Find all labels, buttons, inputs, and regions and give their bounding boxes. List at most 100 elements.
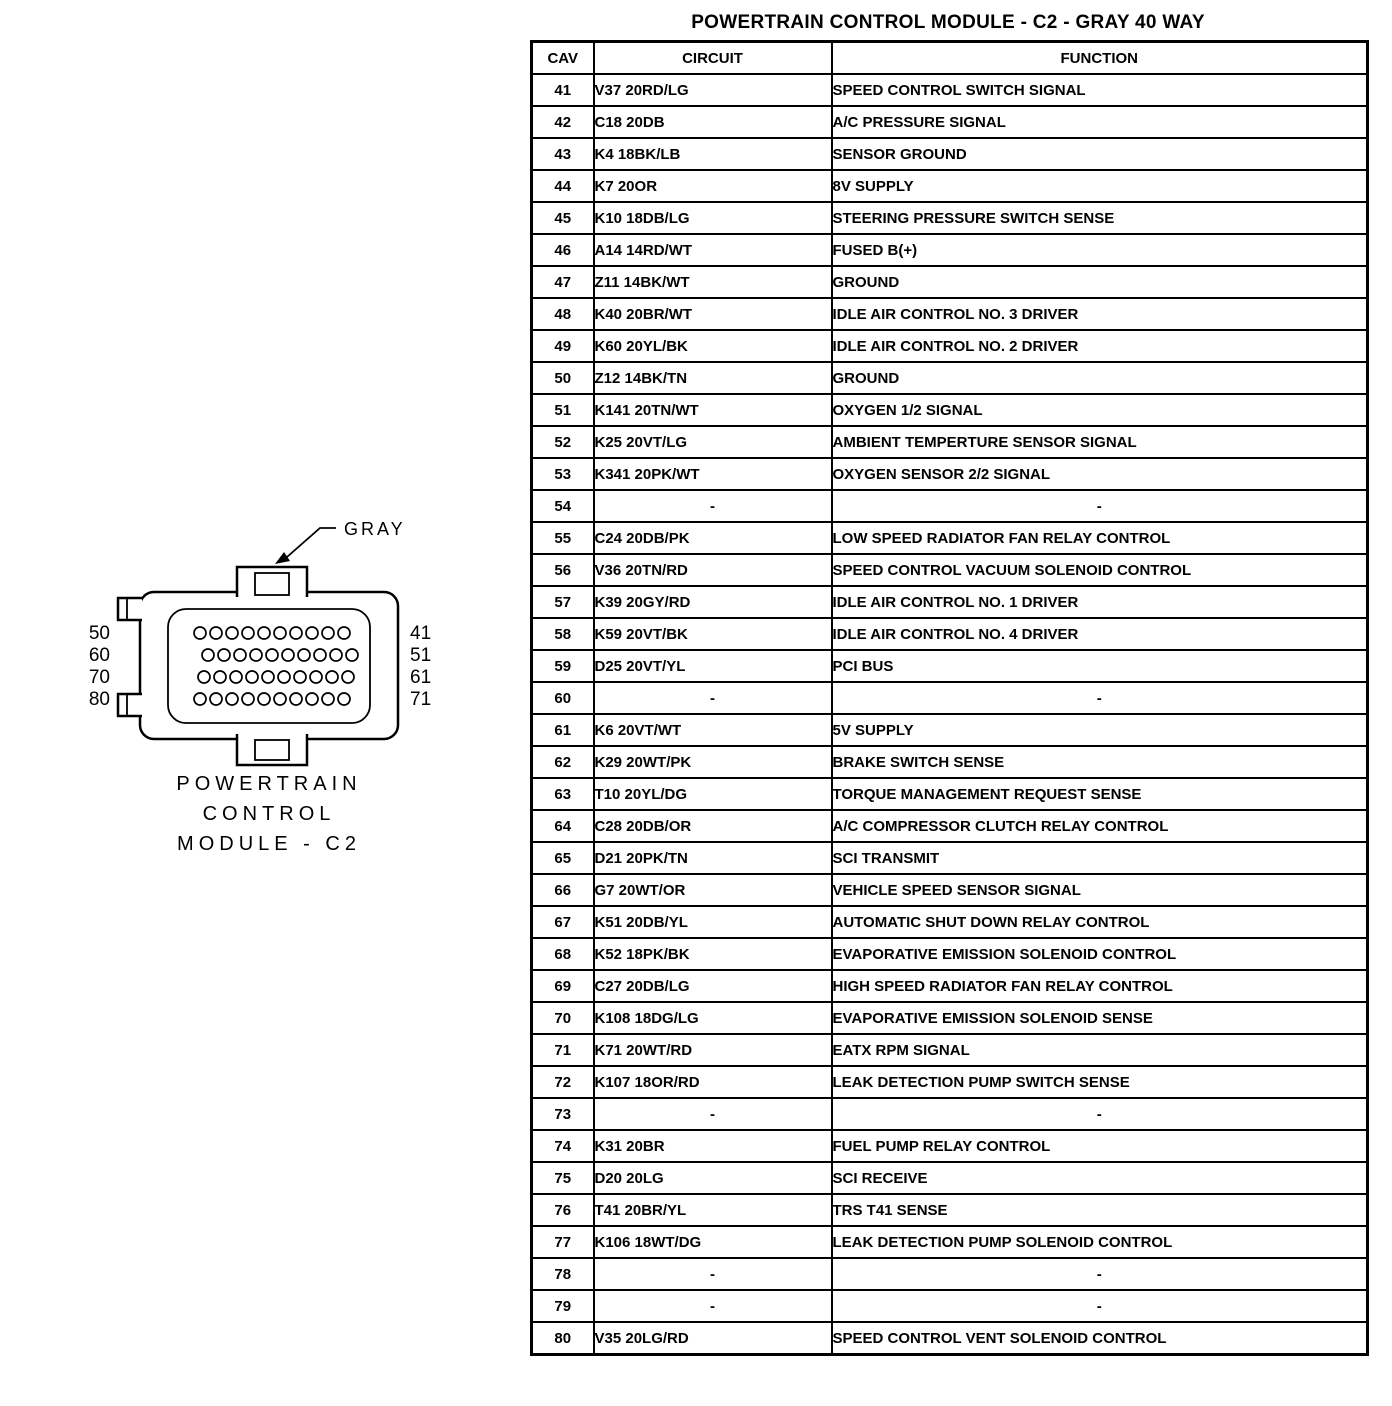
cell-circuit: G7 20WT/OR <box>592 873 833 907</box>
cell-function: - <box>830 681 1369 715</box>
cell-circuit: K7 20OR <box>592 169 833 203</box>
cell-function: EVAPORATIVE EMISSION SOLENOID SENSE <box>830 1001 1369 1035</box>
cell-cav: 62 <box>530 745 595 779</box>
gray-leader-line <box>286 527 336 558</box>
cell-cav: 55 <box>530 521 595 555</box>
cell-circuit: C27 20DB/LG <box>592 969 833 1003</box>
cell-cav: 43 <box>530 137 595 171</box>
cell-cav: 71 <box>530 1033 595 1067</box>
pin-label-left-70: 70 <box>89 667 110 688</box>
cell-circuit: C18 20DB <box>592 105 833 139</box>
page-title: POWERTRAIN CONTROL MODULE - C2 - GRAY 40… <box>691 12 1205 33</box>
cell-function: EATX RPM SIGNAL <box>830 1033 1369 1067</box>
connector-caption-line-1: POWERTRAIN <box>176 773 361 795</box>
cell-circuit: K341 20PK/WT <box>592 457 833 491</box>
cell-cav: 66 <box>530 873 595 907</box>
pinout-table-head: CAV CIRCUIT FUNCTION <box>530 40 1369 75</box>
cell-circuit: K108 18DG/LG <box>592 1001 833 1035</box>
cell-cav: 50 <box>530 361 595 395</box>
cell-cav: 60 <box>530 681 595 715</box>
cell-function: AMBIENT TEMPERTURE SENSOR SIGNAL <box>830 425 1369 459</box>
cell-circuit: - <box>592 1257 833 1291</box>
cell-cav: 80 <box>530 1321 595 1356</box>
cell-cav: 61 <box>530 713 595 747</box>
cell-function: PCI BUS <box>830 649 1369 683</box>
pin-label-right-51: 51 <box>410 645 431 666</box>
cell-function: STEERING PRESSURE SWITCH SENSE <box>830 201 1369 235</box>
cell-function: SENSOR GROUND <box>830 137 1369 171</box>
cell-function: LOW SPEED RADIATOR FAN RELAY CONTROL <box>830 521 1369 555</box>
cell-circuit: D21 20PK/TN <box>592 841 833 875</box>
header-circuit: CIRCUIT <box>592 40 833 75</box>
cell-circuit: K29 20WT/PK <box>592 745 833 779</box>
cell-circuit: - <box>592 681 833 715</box>
cell-cav: 49 <box>530 329 595 363</box>
cell-function: TORQUE MANAGEMENT REQUEST SENSE <box>830 777 1369 811</box>
table-row: 54-- <box>530 489 1369 523</box>
cell-function: A/C COMPRESSOR CLUTCH RELAY CONTROL <box>830 809 1369 843</box>
cell-function: GROUND <box>830 265 1369 299</box>
cell-function: - <box>830 1097 1369 1131</box>
cell-function: - <box>830 1289 1369 1323</box>
pin-label-right-61: 61 <box>410 667 431 688</box>
cell-function: EVAPORATIVE EMISSION SOLENOID CONTROL <box>830 937 1369 971</box>
cell-cav: 53 <box>530 457 595 491</box>
cell-cav: 42 <box>530 105 595 139</box>
cell-function: OXYGEN SENSOR 2/2 SIGNAL <box>830 457 1369 491</box>
cell-circuit: K40 20BR/WT <box>592 297 833 331</box>
cell-circuit: D20 20LG <box>592 1161 833 1195</box>
cell-function: SCI RECEIVE <box>830 1161 1369 1195</box>
cell-cav: 76 <box>530 1193 595 1227</box>
header-row: CAV CIRCUIT FUNCTION <box>530 40 1369 75</box>
table-row: 78-- <box>530 1257 1369 1291</box>
cell-function: VEHICLE SPEED SENSOR SIGNAL <box>830 873 1369 907</box>
cell-circuit: K6 20VT/WT <box>592 713 833 747</box>
cell-function: IDLE AIR CONTROL NO. 4 DRIVER <box>830 617 1369 651</box>
cell-circuit: Z12 14BK/TN <box>592 361 833 395</box>
cell-function: FUEL PUMP RELAY CONTROL <box>830 1129 1369 1163</box>
cell-function: 8V SUPPLY <box>830 169 1369 203</box>
cell-cav: 68 <box>530 937 595 971</box>
connector-top-tab-inner <box>254 572 290 596</box>
cell-function: SPEED CONTROL VACUUM SOLENOID CONTROL <box>830 553 1369 587</box>
header-function: FUNCTION <box>830 40 1369 75</box>
cell-cav: 64 <box>530 809 595 843</box>
cell-function: A/C PRESSURE SIGNAL <box>830 105 1369 139</box>
pin-label-left-80: 80 <box>89 689 110 710</box>
connector-inner-face <box>167 608 371 724</box>
pin-label-right-41: 41 <box>410 623 431 644</box>
cell-cav: 69 <box>530 969 595 1003</box>
cell-cav: 59 <box>530 649 595 683</box>
cell-function: - <box>830 1257 1369 1291</box>
cell-function: IDLE AIR CONTROL NO. 2 DRIVER <box>830 329 1369 363</box>
connector-top-tab <box>235 565 309 597</box>
connector-body-outline <box>138 590 400 741</box>
pin-label-left-50: 50 <box>89 623 110 644</box>
cell-circuit: K60 20YL/BK <box>592 329 833 363</box>
cell-function: - <box>830 489 1369 523</box>
